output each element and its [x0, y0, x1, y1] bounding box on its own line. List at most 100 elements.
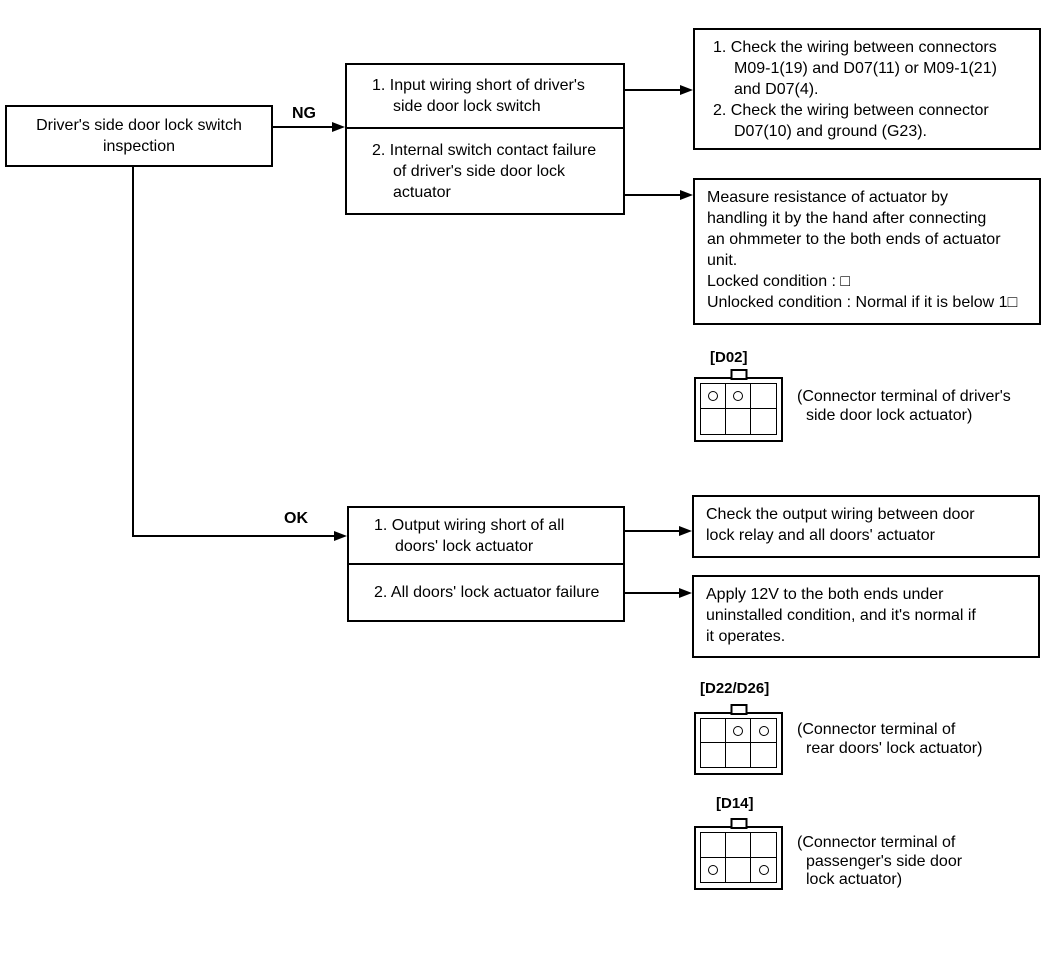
- start-box: Driver's side door lock switch inspectio…: [5, 105, 273, 167]
- text-line: doors' lock actuator: [395, 537, 534, 555]
- text-line: lock actuator): [806, 871, 903, 888]
- connector-d02-label: [D02]: [710, 349, 748, 366]
- connector-cell: [751, 384, 776, 409]
- text-line: passenger's side door: [806, 852, 963, 870]
- text-line: unit.: [707, 252, 738, 269]
- connector-cell: [726, 384, 751, 409]
- ok-arrowhead-icon: [334, 531, 347, 541]
- connector-grid: [700, 383, 777, 435]
- connector-cell: [726, 833, 751, 858]
- connector-diagram-d22-d26: [694, 704, 783, 775]
- connector-cell: [726, 719, 751, 743]
- text-line: Measure resistance of actuator by: [707, 189, 949, 206]
- ok-cause-item-1: 1. Output wiring short of all doors' loc…: [349, 508, 623, 565]
- wiring-check-item-1: 1. Check the wiring between connectors M…: [713, 37, 1037, 100]
- terminal-pin-icon: [733, 725, 743, 736]
- text-line: (Connector terminal of driver's: [797, 388, 1011, 405]
- connector-tab-icon: [730, 704, 747, 715]
- text-line: 1. Input wiring short of driver's: [372, 77, 585, 94]
- connector-cell: [701, 833, 726, 858]
- connector-cell: [751, 743, 776, 767]
- connector-cell: [751, 858, 776, 883]
- text-line: D07(10) and ground (G23).: [734, 123, 927, 140]
- text-line: 1. Check the wiring between connectors: [713, 39, 997, 56]
- text-line: (Connector terminal of: [797, 834, 956, 851]
- ng-action1-arrow-line: [625, 89, 682, 91]
- output-wiring-box: Check the output wiring between door loc…: [692, 495, 1040, 558]
- text-line: inspection: [102, 138, 176, 155]
- connector-cell: [701, 719, 726, 743]
- ok-action1-arrow-line: [625, 530, 681, 532]
- ng-action2-arrowhead-icon: [680, 190, 693, 200]
- text-line: actuator: [393, 183, 451, 201]
- ok-action1-arrowhead-icon: [679, 526, 692, 536]
- text-line: Driver's side door lock switch: [36, 117, 242, 134]
- connector-diagram-d14: [694, 818, 783, 890]
- ok-cause-item-2: 2. All doors' lock actuator failure: [349, 565, 623, 620]
- ng-arrowhead-icon: [332, 122, 345, 132]
- connector-cell: [701, 743, 726, 767]
- text-line: 2. Check the wiring between connector: [713, 102, 989, 119]
- text-line: lock relay and all doors' actuator: [706, 527, 935, 544]
- text-line: it operates.: [706, 628, 786, 645]
- ok-action2-arrow-line: [625, 592, 681, 594]
- connector-cell: [751, 409, 776, 434]
- ng-cause-box: 1. Input wiring short of driver's side d…: [345, 63, 625, 215]
- text-line: of driver's side door lock: [393, 162, 566, 180]
- wiring-check-item-2: 2. Check the wiring between connector D0…: [713, 100, 1037, 142]
- text-line: handling it by the hand after connecting: [707, 210, 987, 227]
- connector-grid: [700, 832, 777, 883]
- ok-arrow-line: [132, 535, 335, 537]
- connector-tab-icon: [730, 369, 747, 380]
- connector-cell: [726, 409, 751, 434]
- text-line: and D07(4).: [734, 81, 819, 98]
- resistance-box: Measure resistance of actuator by handli…: [693, 178, 1041, 325]
- ok-branch-label: OK: [284, 510, 308, 527]
- terminal-pin-icon: [733, 391, 743, 401]
- ng-arrow-line: [273, 126, 334, 128]
- text-line: M09-1(19) and D07(11) or M09-1(21): [734, 60, 997, 77]
- terminal-pin-icon: [708, 391, 718, 401]
- connector-cell: [751, 833, 776, 858]
- text-line: side door lock switch: [393, 98, 541, 115]
- terminal-pin-icon: [758, 864, 769, 875]
- connector-d22-d26-caption: (Connector terminal of rear doors' lock …: [797, 721, 982, 758]
- text-line: rear doors' lock actuator): [806, 739, 983, 757]
- ng-action1-arrowhead-icon: [680, 85, 693, 95]
- text-line: 1. Output wiring short of all: [374, 516, 565, 534]
- apply-12v-box: Apply 12V to the both ends under uninsta…: [692, 575, 1040, 658]
- connector-diagram-d02: [694, 369, 783, 442]
- ng-cause-item-2: 2. Internal switch contact failure of dr…: [347, 129, 623, 213]
- start-box-text: Driver's side door lock switch inspectio…: [36, 115, 242, 157]
- connector-grid: [700, 718, 777, 768]
- text-line: Apply 12V to the both ends under: [706, 586, 944, 603]
- text-line: side door lock actuator): [806, 406, 973, 424]
- text-line: Check the output wiring between door: [706, 506, 975, 523]
- connector-cell: [701, 409, 726, 434]
- ok-action2-arrowhead-icon: [679, 588, 692, 598]
- unlocked-condition-line: Unlocked condition : Normal if it is bel…: [707, 294, 1018, 311]
- ng-action2-arrow-line: [625, 194, 682, 196]
- text-line: an ohmmeter to the both ends of actuator: [707, 231, 1001, 248]
- ng-branch-label: NG: [292, 105, 316, 122]
- text-line: 2. All doors' lock actuator failure: [374, 584, 600, 601]
- text-line: uninstalled condition, and it's normal i…: [706, 607, 976, 624]
- connector-d14-label: [D14]: [716, 795, 754, 812]
- terminal-pin-icon: [708, 864, 718, 875]
- connector-cell: [726, 857, 751, 882]
- terminal-pin-icon: [758, 725, 769, 736]
- connector-d22-d26-label: [D22/D26]: [700, 680, 770, 697]
- connector-d14-caption: (Connector terminal of passenger's side …: [797, 834, 962, 890]
- connector-cell: [726, 743, 751, 767]
- wiring-check-box: 1. Check the wiring between connectors M…: [693, 28, 1041, 150]
- ok-cause-box: 1. Output wiring short of all doors' loc…: [347, 506, 625, 622]
- text-line: 2. Internal switch contact failure: [372, 141, 597, 159]
- ok-branch-vertical-line: [132, 167, 134, 537]
- ng-cause-item-1: 1. Input wiring short of driver's side d…: [347, 65, 623, 129]
- connector-d02-caption: (Connector terminal of driver's side doo…: [797, 388, 1011, 425]
- connector-tab-icon: [730, 818, 747, 829]
- connector-cell: [701, 857, 726, 882]
- locked-condition-line: Locked condition : □: [707, 273, 851, 290]
- connector-cell: [751, 719, 776, 743]
